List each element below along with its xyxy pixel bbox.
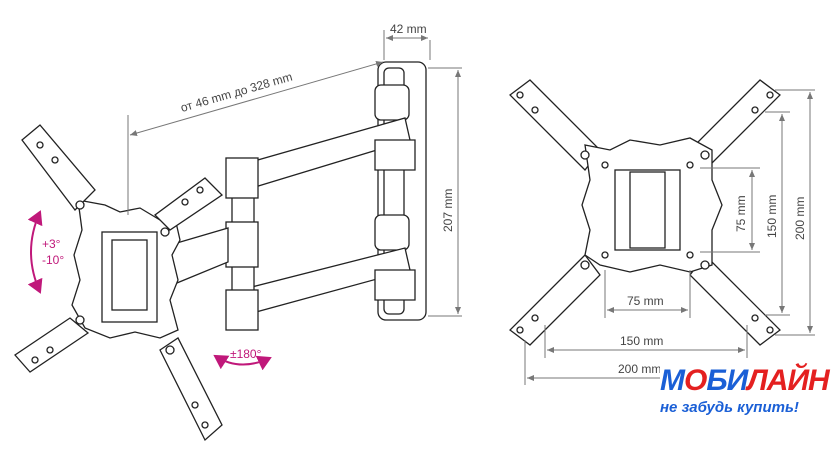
vesa-plate-front-view: 75 mm 150 mm 200 mm 75 mm 150 mm 200 mm <box>509 79 815 385</box>
tilt-up-label: +3° <box>42 237 61 251</box>
logo-wordmark: МОБИЛАЙН <box>660 364 830 397</box>
depth-dimension: 42 mm <box>390 22 427 36</box>
mobilain-logo: МОБИЛАЙН не забудь купить! <box>660 365 840 416</box>
swivel-arrow-icon <box>213 354 272 371</box>
horizontal-150-dimension: 150 mm <box>620 334 663 348</box>
plate-arm <box>21 124 96 211</box>
vertical-200-dimension: 200 mm <box>793 197 807 240</box>
horizontal-200-dimension: 200 mm <box>618 362 661 376</box>
tilt-arrow-icon <box>27 210 43 294</box>
horizontal-75-dimension: 75 mm <box>627 294 664 308</box>
vertical-150-dimension: 150 mm <box>765 195 779 238</box>
logo-tagline: не забудь купить! <box>660 399 799 416</box>
plate-arm <box>14 317 90 373</box>
wall-mount-side-view: 42 mm от 46 mm до 328 mm 207 mm +3° -10°… <box>14 22 462 442</box>
plate-arm <box>154 177 224 231</box>
vertical-75-dimension: 75 mm <box>734 195 748 232</box>
plate-arm <box>159 337 223 442</box>
height-dimension: 207 mm <box>441 189 455 232</box>
plate-arm <box>509 254 601 346</box>
tilt-down-label: -10° <box>42 253 64 267</box>
swivel-label: ±180° <box>230 347 262 361</box>
